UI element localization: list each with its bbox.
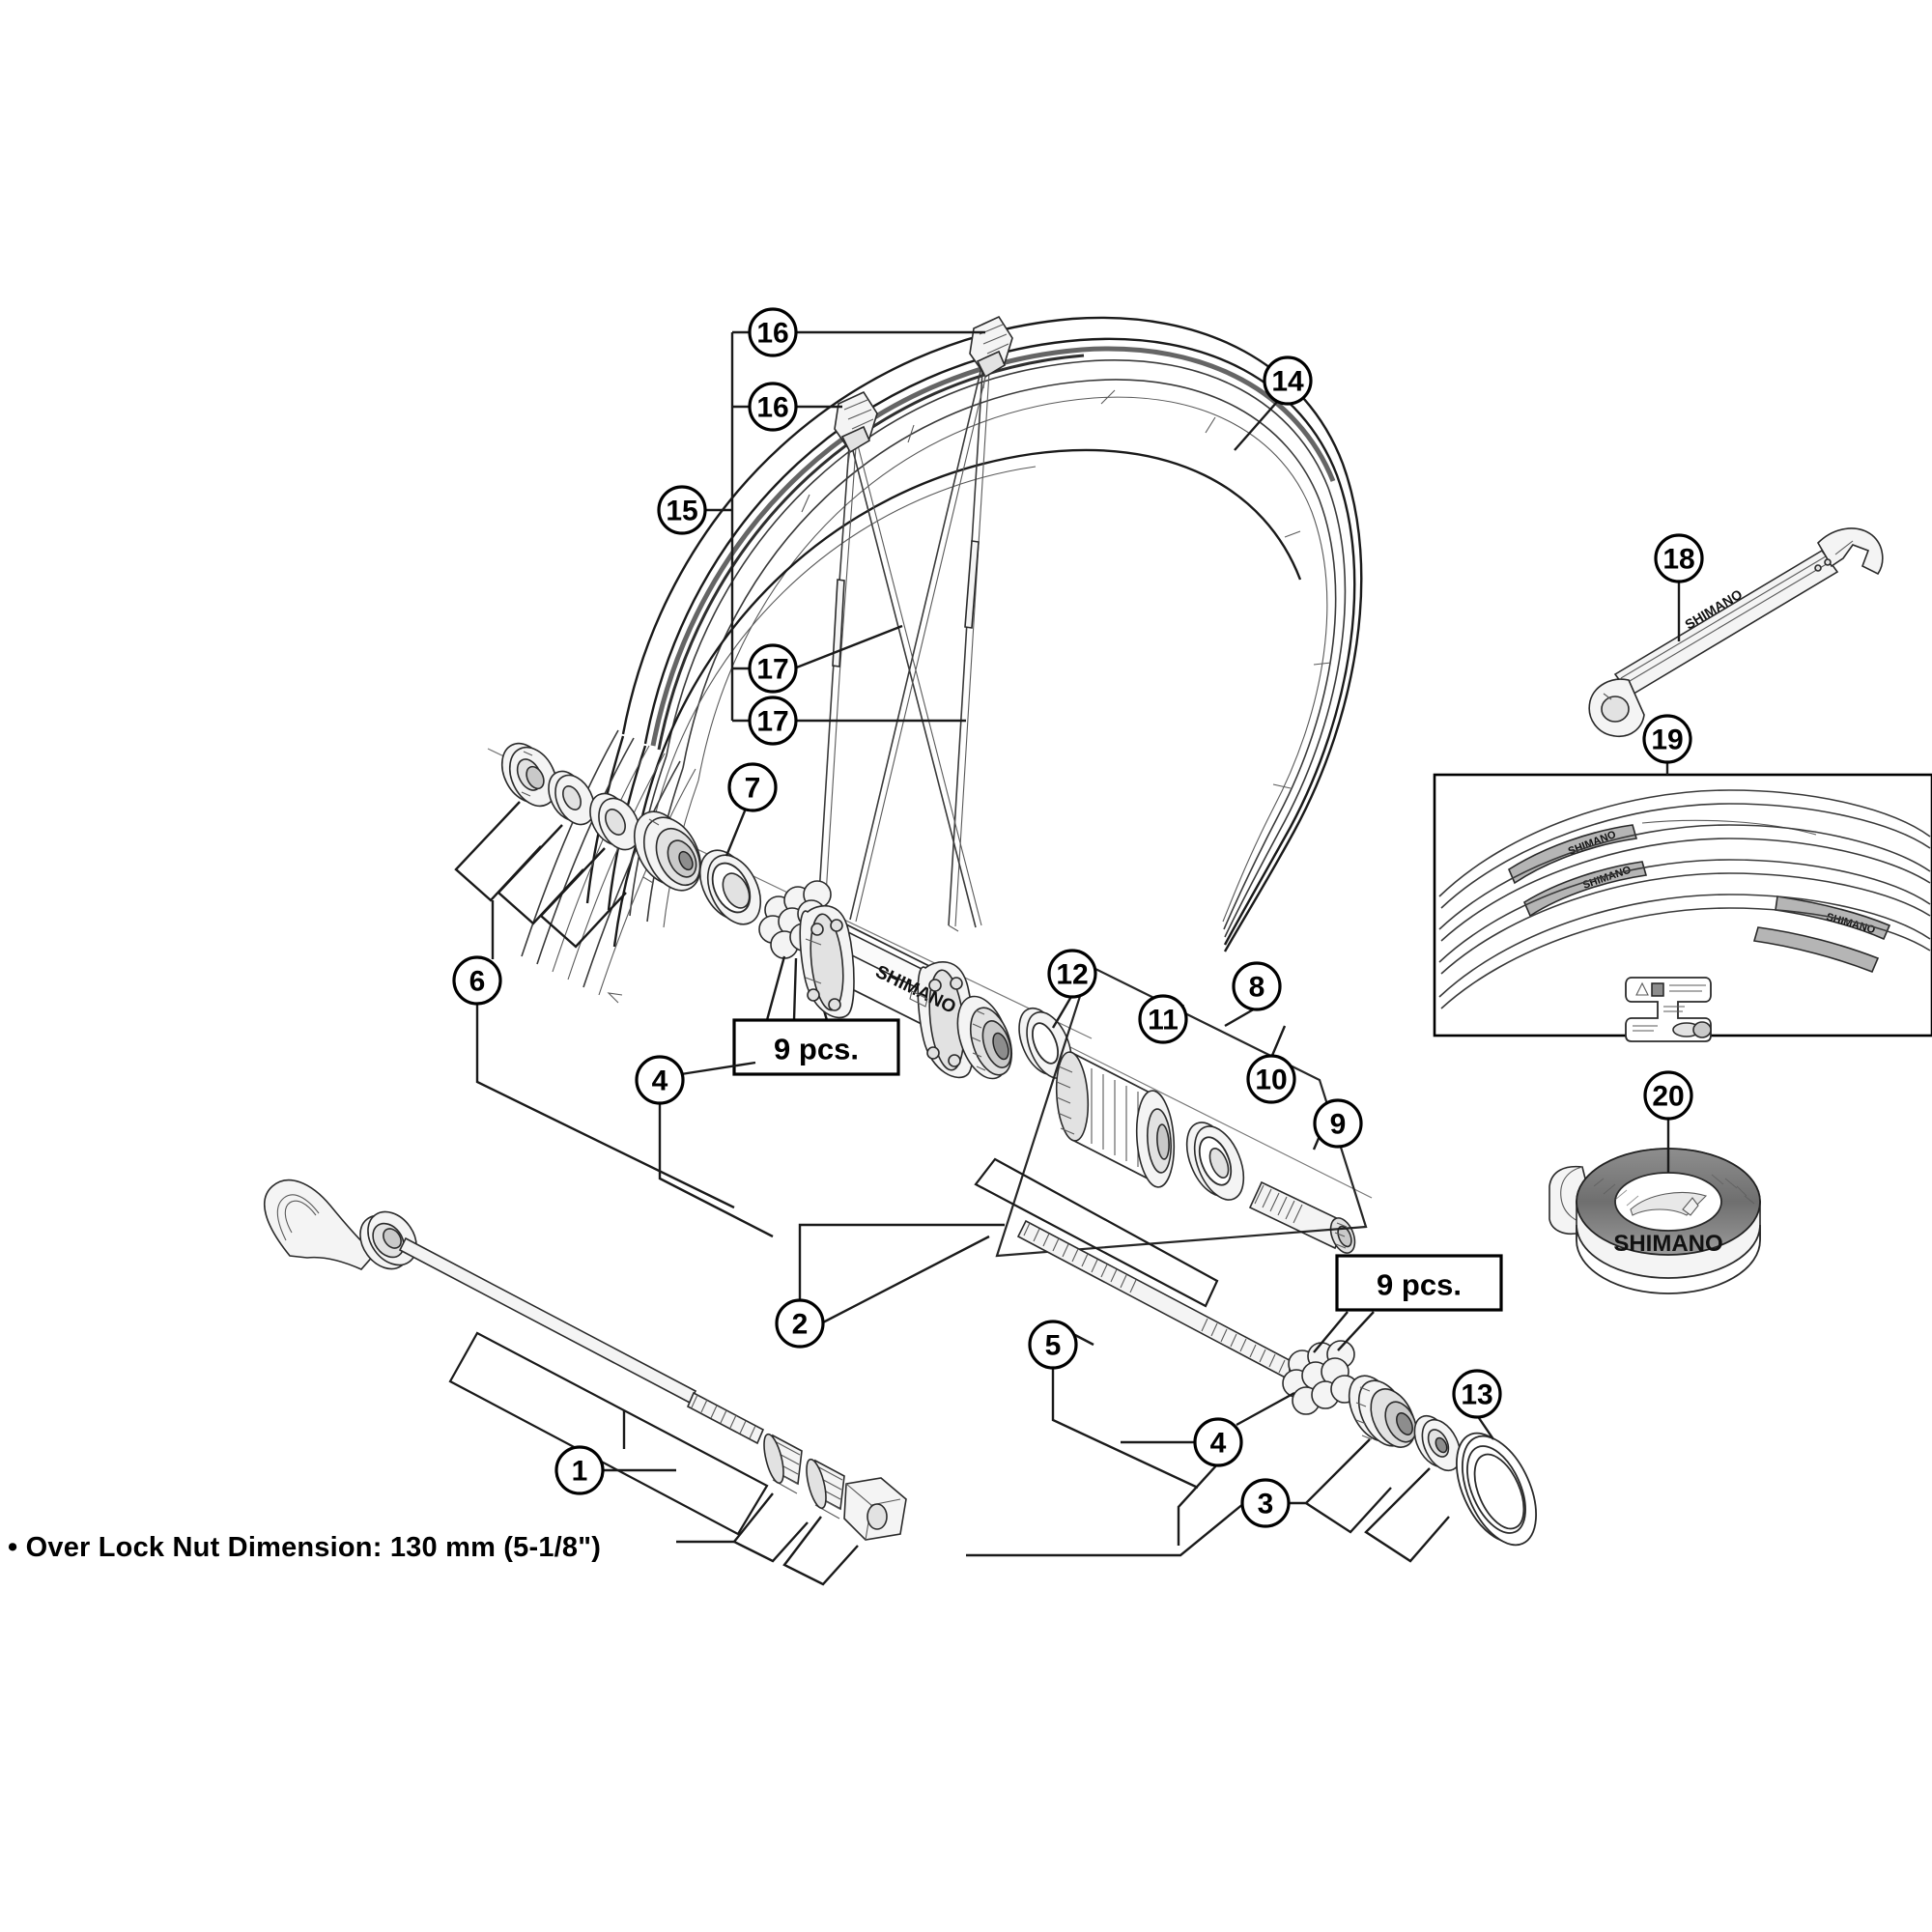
callout-13[interactable]: 13 [1452,1369,1502,1419]
leader-7 [724,808,748,857]
callout-17-lower[interactable]: 17 [748,696,798,746]
callout-5-number: 5 [1045,1330,1062,1362]
part-7-seal [698,849,762,925]
part-11-freehub-body [1055,1051,1176,1188]
callout-16-lower[interactable]: 16 [748,382,798,432]
nine-pcs-right-group: 9 pcs. [1313,1254,1503,1353]
callout-18[interactable]: 18 [1654,533,1704,583]
callout-16-lower-number: 16 [756,392,788,424]
callout-14-number: 14 [1271,366,1304,398]
callout-16-upper[interactable]: 16 [748,307,798,357]
callout-layer: 1 2 3 4 4 5 6 [452,307,1704,1528]
callout-6[interactable]: 6 [452,955,502,1006]
left-bearing-stack [487,742,1093,1039]
part-9-fixing-bolt [1248,1180,1356,1254]
callout-9-number: 9 [1330,1109,1347,1141]
callout-7[interactable]: 7 [727,762,778,812]
nine-pcs-right-label: 9 pcs. [1377,1268,1462,1302]
leader-4b-2 [1236,1391,1295,1427]
callout-17-upper-number: 17 [756,654,788,686]
callout-17-lower-number: 17 [756,706,788,738]
callout-16-upper-number: 16 [756,318,788,350]
callout-19-number: 19 [1651,724,1683,756]
callout-13-number: 13 [1461,1379,1492,1411]
bracket-6 [454,801,627,959]
callout-5[interactable]: 5 [1028,1320,1078,1370]
freehub-group [995,964,1373,1258]
callout-18-number: 18 [1662,544,1694,576]
callout-20[interactable]: 20 [1643,1070,1693,1121]
leader-4a-2 [680,1061,756,1076]
callout-4-left-number: 4 [652,1065,668,1097]
callout-4-right[interactable]: 4 [1193,1417,1243,1467]
callout-12-number: 12 [1056,959,1088,991]
leader-3 [966,1502,1245,1557]
callout-20-number: 20 [1652,1081,1684,1113]
part-18-spoke-wrench: SHIMANO [1588,527,1884,738]
over-lock-nut-dimension-note: • Over Lock Nut Dimension: 130 mm (5-1/8… [8,1532,602,1563]
callout-12[interactable]: 12 [1047,949,1097,999]
quick-release-skewer [264,1179,907,1586]
leader-13 [1476,1414,1494,1440]
leader-14 [1234,401,1278,451]
callout-1[interactable]: 1 [554,1445,605,1495]
callout-3-number: 3 [1258,1489,1274,1520]
part-10-washer [1185,1122,1245,1201]
callout-11[interactable]: 11 [1138,994,1188,1044]
part-13-ring [1456,1432,1537,1547]
callout-10-number: 10 [1255,1065,1287,1096]
callout-4-left[interactable]: 4 [635,1055,685,1105]
bracket-8 [995,964,1368,1258]
callout-9[interactable]: 9 [1313,1098,1363,1149]
callout-10[interactable]: 10 [1246,1054,1296,1104]
callout-19[interactable]: 19 [1642,714,1692,764]
callout-1-number: 1 [572,1456,588,1488]
part-20-rim-tape: SHIMANO [1548,1117,1761,1294]
ball-bearings-right [1282,1340,1359,1415]
rim-tape-brand-text: SHIMANO [1613,1231,1722,1257]
leader-5 [1051,1366,1199,1490]
callout-15-number: 15 [666,496,697,527]
callout-15[interactable]: 15 [657,485,707,535]
callout-11-number: 11 [1148,1005,1179,1037]
callout-7-number: 7 [745,773,761,805]
rim-warning-label [1625,977,1712,1042]
callout-8-number: 8 [1249,972,1265,1004]
leader-4b [1177,1463,1219,1546]
rim-drawing [521,316,1363,1004]
right-bearing-stack [1282,1340,1537,1547]
rim-decal-panel: SHIMANO SHIMANO SHIMANO [1433,760,1932,1042]
bracket-rim-group [661,330,985,723]
callout-17-upper[interactable]: 17 [748,643,798,694]
callout-4-right-number: 4 [1210,1428,1227,1460]
leader-4a [658,1101,774,1238]
callout-6-number: 6 [469,966,486,998]
callout-2[interactable]: 2 [775,1298,825,1349]
callout-14[interactable]: 14 [1263,355,1313,406]
spoke-nipple-upper [969,315,1013,389]
leader-6 [475,1002,735,1209]
callout-3[interactable]: 3 [1240,1478,1291,1528]
leader-2 [798,1223,1005,1302]
leader-2b [820,1235,990,1325]
spoke-nipple-lower [834,390,878,465]
nine-pcs-left-label: 9 pcs. [774,1033,859,1066]
callout-2-number: 2 [792,1309,809,1341]
callout-8[interactable]: 8 [1232,961,1282,1011]
